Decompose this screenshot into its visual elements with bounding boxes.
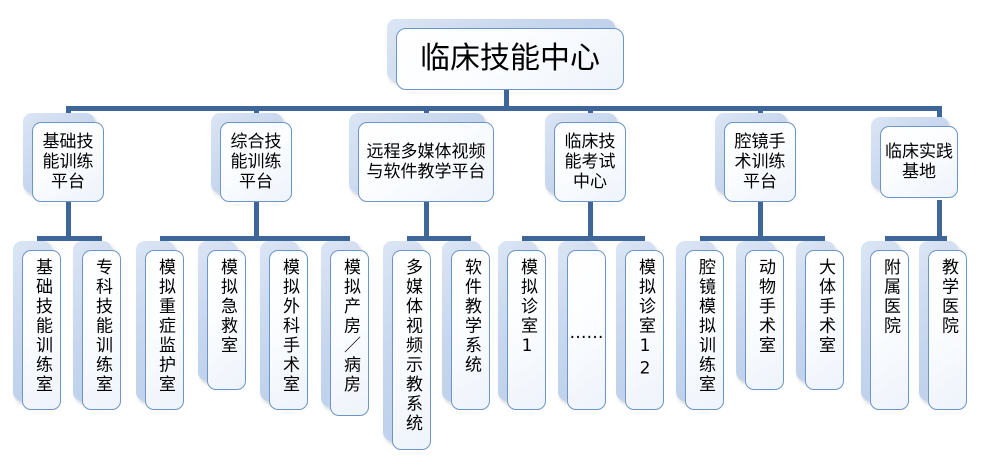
connector-main-bus [68,106,940,111]
node-label: 模拟诊室12 [635,258,655,381]
node-branch-6[interactable]: 临床实践基地 [871,117,958,198]
node-leaf-2-1[interactable]: 模拟重症监护室 [136,241,184,410]
node-branch-1[interactable]: 基础技能训练平台 [23,113,104,202]
node-label: 临床实践基地 [885,141,953,182]
node-label: …… [569,323,604,343]
node-leaf-1-1[interactable]: 基础技能训练室 [13,241,61,410]
node-face: 模拟产房／病房 [330,250,369,416]
node-branch-3[interactable]: 远程多媒体视频与软件教学平台 [349,113,494,202]
connector-drop-branch-6 [937,106,942,124]
node-label: 动物手术室 [755,258,775,356]
node-face: 多媒体视频示教系统 [392,250,431,450]
node-label: 模拟外科手术室 [279,258,299,395]
connector-root-stem [504,88,509,110]
node-root[interactable]: 临床技能中心 [387,19,624,90]
node-leaf-2-2[interactable]: 模拟急救室 [198,241,246,390]
node-label: 基础技能训练室 [32,258,52,395]
connector-stem-branch-1 [66,202,71,238]
node-label: 远程多媒体视频与软件教学平台 [366,141,486,182]
node-face: 模拟外科手术室 [269,250,308,410]
node-face: 大体手术室 [805,250,844,390]
node-face: 专科技能训练室 [82,250,121,410]
node-face: 腔镜模拟训练室 [685,250,724,410]
node-face: 模拟急救室 [207,250,246,390]
node-label: 模拟重症监护室 [155,258,175,395]
node-label: 腔镜手术训练平台 [734,131,786,193]
node-label: 模拟诊室1 [517,258,537,359]
node-label: 基础技能训练平台 [42,131,94,193]
node-face: 综合技能训练平台 [220,122,292,202]
node-face: 模拟诊室12 [625,250,664,410]
connector-stem-branch-2 [254,202,259,238]
node-face: 动物手术室 [745,250,784,390]
node-face: 模拟诊室1 [507,250,546,410]
node-leaf-5-2[interactable]: 动物手术室 [736,241,784,390]
node-leaf-5-3[interactable]: 大体手术室 [796,241,844,390]
node-leaf-4-1[interactable]: 模拟诊室1 [498,241,546,410]
node-label: 教学医院 [938,258,958,336]
connector-stem-branch-4 [588,202,593,238]
node-face: 模拟重症监护室 [145,250,184,410]
node-label: 模拟产房／病房 [340,258,360,395]
node-face: 临床技能中心 [396,28,624,90]
node-label: 附属医院 [880,258,900,336]
node-leaf-1-2[interactable]: 专科技能训练室 [73,241,121,410]
node-leaf-2-4[interactable]: 模拟产房／病房 [321,241,369,416]
node-label: 综合技能训练平台 [230,131,282,193]
node-label: 临床技能中心 [420,41,600,77]
node-branch-2[interactable]: 综合技能训练平台 [211,113,292,202]
node-face: 基础技能训练平台 [32,122,104,202]
node-face: 软件教学系统 [451,250,490,410]
connector-stem-branch-3 [424,202,429,238]
node-label: 软件教学系统 [461,258,481,375]
connector-bus-branch-3 [407,236,471,241]
node-face: 临床技能考试中心 [554,122,626,202]
node-leaf-4-3[interactable]: 模拟诊室12 [616,241,664,410]
node-leaf-6-2[interactable]: 教学医院 [919,241,967,410]
node-leaf-3-2[interactable]: 软件教学系统 [442,241,490,410]
node-leaf-2-3[interactable]: 模拟外科手术室 [260,241,308,410]
node-label: 腔镜模拟训练室 [695,258,715,395]
connector-bus-branch-1 [37,236,102,241]
node-label: 多媒体视频示教系统 [402,258,422,434]
node-leaf-3-1[interactable]: 多媒体视频示教系统 [383,241,431,450]
node-label: 大体手术室 [815,258,835,356]
connector-bus-branch-6 [885,236,947,241]
node-branch-4[interactable]: 临床技能考试中心 [545,113,626,202]
node-branch-5[interactable]: 腔镜手术训练平台 [715,113,796,202]
node-face: 附属医院 [870,250,909,410]
node-leaf-4-2[interactable]: …… [558,241,606,410]
node-leaf-5-1[interactable]: 腔镜模拟训练室 [676,241,724,410]
connector-stem-branch-6 [937,200,942,238]
node-label: 模拟急救室 [217,258,237,356]
node-label: 专科技能训练室 [92,258,112,395]
node-leaf-6-1[interactable]: 附属医院 [861,241,909,410]
node-face: 临床实践基地 [880,126,958,198]
node-face: 远程多媒体视频与软件教学平台 [358,122,494,202]
node-face: 腔镜手术训练平台 [724,122,796,202]
connector-bus-branch-2 [160,236,350,241]
node-face: 基础技能训练室 [22,250,61,410]
node-label: 临床技能考试中心 [564,131,616,193]
connector-stem-branch-5 [758,202,763,238]
node-face: 教学医院 [928,250,967,410]
node-face: …… [567,250,606,410]
